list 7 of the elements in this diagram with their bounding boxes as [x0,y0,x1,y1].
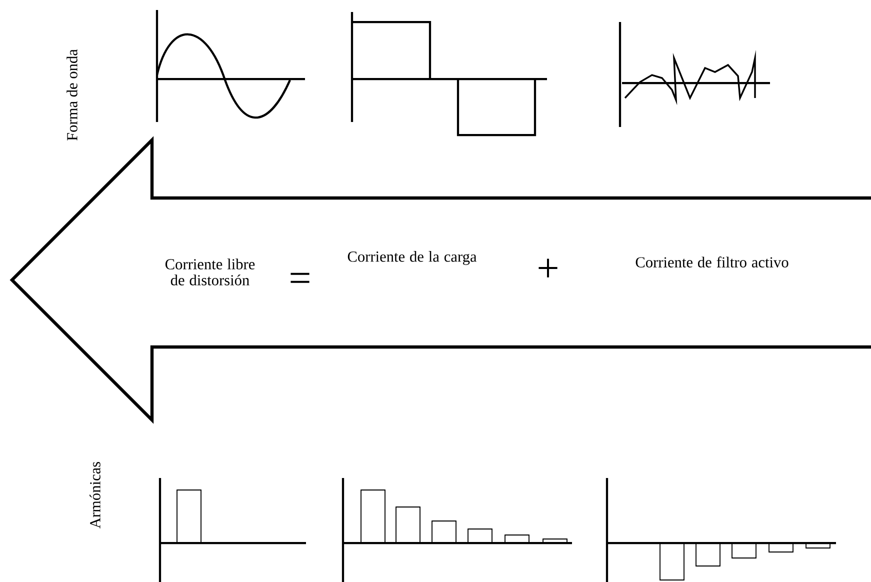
text: Corriente de la carga [348,251,477,265]
plus-sign: + [538,258,558,278]
axis-title: Armónicas [90,462,100,528]
text: Corriente libre de distorsión [165,258,255,286]
axis-title: Forma de onda [66,49,78,140]
equals-sign: = [290,272,310,283]
text: Corriente de filtro activo [636,256,788,268]
